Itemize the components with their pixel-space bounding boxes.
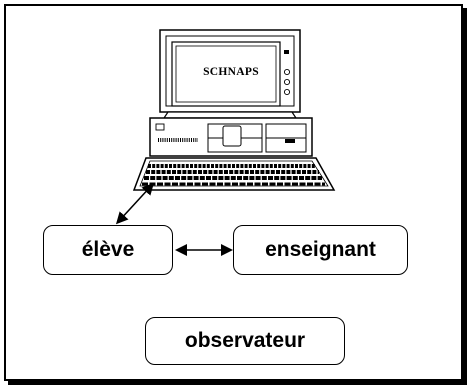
screen-label: SCHNAPS xyxy=(203,66,259,78)
system-unit xyxy=(149,117,313,157)
node-enseignant: enseignant xyxy=(233,225,408,275)
monitor xyxy=(159,29,301,119)
connector-computer-eleve xyxy=(115,182,155,225)
node-eleve: élève xyxy=(43,225,173,275)
node-observateur: observateur xyxy=(145,317,345,365)
keyboard xyxy=(132,157,336,191)
